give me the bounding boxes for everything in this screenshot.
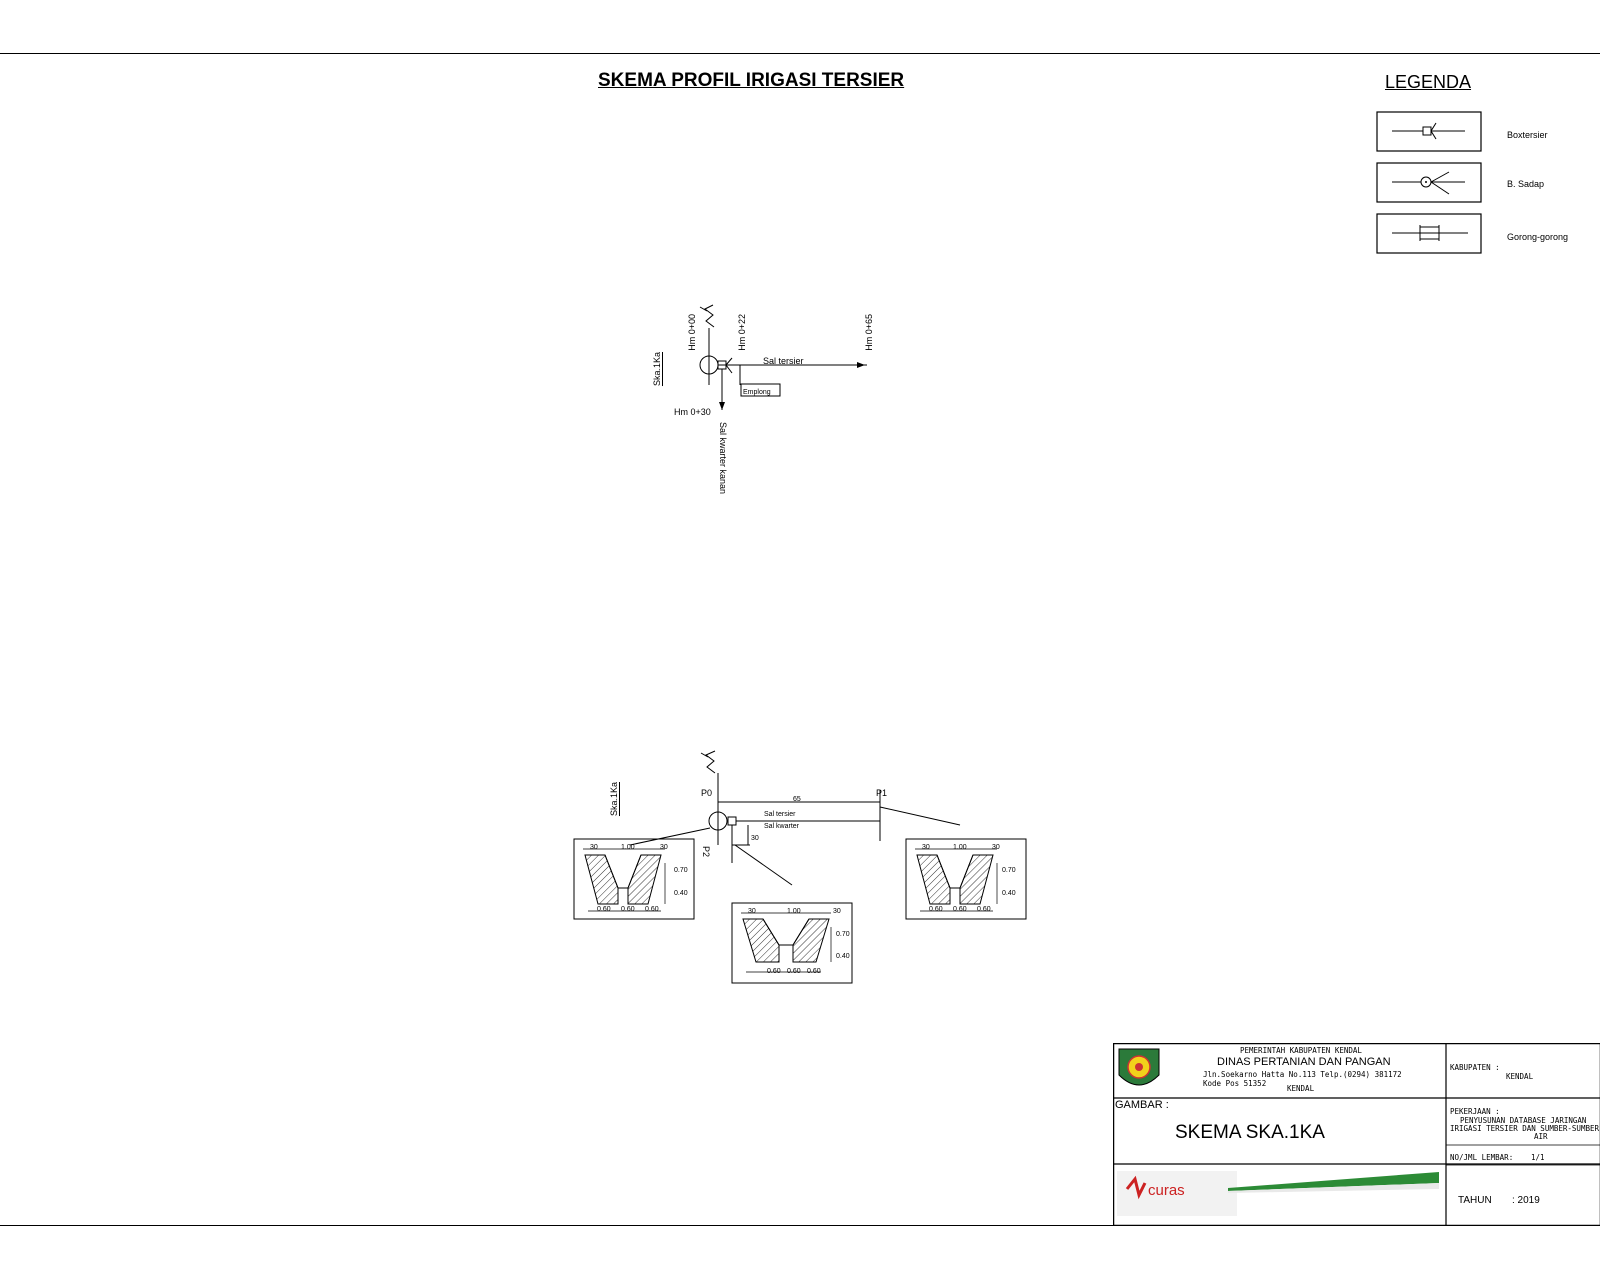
sadap-structure-icon (708, 811, 728, 831)
hm-022-label: Hm 0+22 (737, 314, 747, 351)
legend-label-box-tersier: Boxtersier (1507, 130, 1548, 140)
legend-label-sadap: B. Sadap (1507, 179, 1545, 189)
drawing-title: SKEMA PROFIL IRIGASI TERSIER (598, 70, 905, 91)
cross-section-p2 (731, 902, 853, 984)
line-label-tersier: Sal tersier (764, 811, 796, 818)
tb-gov: PEMERINTAH KABUPATEN KENDAL (1240, 1046, 1362, 1055)
box-tersier-icon (1376, 111, 1482, 152)
distance-p0-p2: 30 (751, 835, 759, 842)
sec1-h1: 0.70 (674, 867, 688, 874)
tb-tahun-label: TAHUN (1458, 1195, 1492, 1206)
culvert-icon (1376, 213, 1482, 254)
line-label-kwarter: Sal kwarter (764, 823, 800, 830)
tb-pekerjaan-1: PENYUSUNAN DATABASE JARINGAN (1460, 1116, 1587, 1125)
tb-tahun-value: : 2019 (1512, 1195, 1540, 1206)
tb-dept: DINAS PERTANIAN DAN PANGAN (1217, 1056, 1391, 1068)
cross-section-p0 (573, 838, 695, 920)
sec3-top-right: 30 (833, 908, 841, 915)
sec3-b3: 0.60 (807, 968, 821, 975)
drawing-sheet (0, 53, 1600, 1226)
sec2-top-mid: 1.00 (953, 844, 967, 851)
tb-pekerjaan-2: IRIGASI TERSIER DAN SUMBER-SUMBER (1450, 1124, 1600, 1133)
p2-label: P2 (701, 846, 711, 858)
leader-section-2 (879, 806, 961, 826)
source-intake-icon (705, 750, 716, 774)
sec1-top-left: 30 (590, 844, 598, 851)
sec3-top-mid: 1.00 (787, 908, 801, 915)
sec1-top-right: 30 (660, 844, 668, 851)
bangunan-sadap-icon (1376, 162, 1482, 203)
tb-consultant-logo-text: curas (1148, 1182, 1185, 1199)
p0-label: P0 (701, 788, 713, 798)
tb-address: Jln.Soekarno Hatta No.113 Telp.(0294) 38… (1203, 1070, 1402, 1079)
sec1-top-mid: 1.00 (621, 844, 635, 851)
hm-065-label: Hm 0+65 (864, 314, 874, 351)
sal-kwarter-label: Sal kwarter kanan (718, 422, 728, 495)
sec2-b3: 0.60 (977, 906, 991, 913)
tb-pekerjaan-label: PEKERJAAN : (1450, 1107, 1500, 1116)
legend-symbols (1376, 111, 1482, 254)
sec1-b1: 0.60 (597, 906, 611, 913)
tb-kabupaten-value: KENDAL (1506, 1072, 1534, 1081)
p1-label: P1 (876, 788, 888, 798)
arrow-right-icon (857, 362, 865, 368)
sec3-h1: 0.70 (836, 931, 850, 938)
distance-p0-p1: 65 (793, 796, 801, 803)
profile-layout-diagram (629, 750, 961, 886)
tb-postcode: Kode Pos 51352 (1203, 1079, 1267, 1088)
sec3-b1: 0.60 (767, 968, 781, 975)
consultant-logo (1117, 1171, 1439, 1216)
sec3-b2: 0.60 (787, 968, 801, 975)
emplong-label: Emplong (743, 389, 771, 396)
tb-pekerjaan-3: AIR (1534, 1132, 1548, 1141)
leader-section-1 (629, 827, 711, 846)
box-tersier-icon (727, 816, 737, 826)
leader-section-3 (734, 844, 793, 886)
emplong-box (740, 383, 781, 397)
tb-drawing-name: SKEMA SKA.1KA (1175, 1122, 1325, 1143)
legend-label-culvert: Gorong-gorong (1507, 232, 1569, 242)
cross-section-p1 (905, 838, 1027, 920)
arrow-down-icon (719, 402, 725, 410)
schema-network-diagram (699, 304, 867, 410)
source-intake-icon (704, 304, 715, 328)
sec3-top-left: 30 (748, 908, 756, 915)
sec2-b2: 0.60 (953, 906, 967, 913)
sec2-top-right: 30 (992, 844, 1000, 851)
sec2-b1: 0.60 (929, 906, 943, 913)
sec3-h2: 0.40 (836, 953, 850, 960)
sec1-b3: 0.60 (645, 906, 659, 913)
sec2-top-left: 30 (922, 844, 930, 851)
kendal-regency-crest-icon (1118, 1048, 1160, 1086)
legend-title: LEGENDA (1385, 72, 1472, 92)
schema2-name: Ska.1Ka (609, 782, 619, 817)
tb-sheet-label: NO/JML LEMBAR: (1450, 1153, 1514, 1162)
tb-sheet-value: 1/1 (1531, 1153, 1545, 1162)
hm-000-label: Hm 0+00 (687, 314, 697, 351)
sec2-h1: 0.70 (1002, 867, 1016, 874)
sec2-h2: 0.40 (1002, 890, 1016, 897)
sec1-b2: 0.60 (621, 906, 635, 913)
sal-tersier-label: Sal tersier (763, 356, 804, 366)
title-block (1113, 1043, 1600, 1226)
tb-city: KENDAL (1287, 1084, 1315, 1093)
tb-gambar-label: GAMBAR : (1115, 1099, 1169, 1111)
schema1-name: Ska.1Ka (652, 352, 662, 387)
tb-kabupaten-label: KABUPATEN : (1450, 1063, 1500, 1072)
hm-030-label: Hm 0+30 (674, 407, 711, 417)
sec1-h2: 0.40 (674, 890, 688, 897)
